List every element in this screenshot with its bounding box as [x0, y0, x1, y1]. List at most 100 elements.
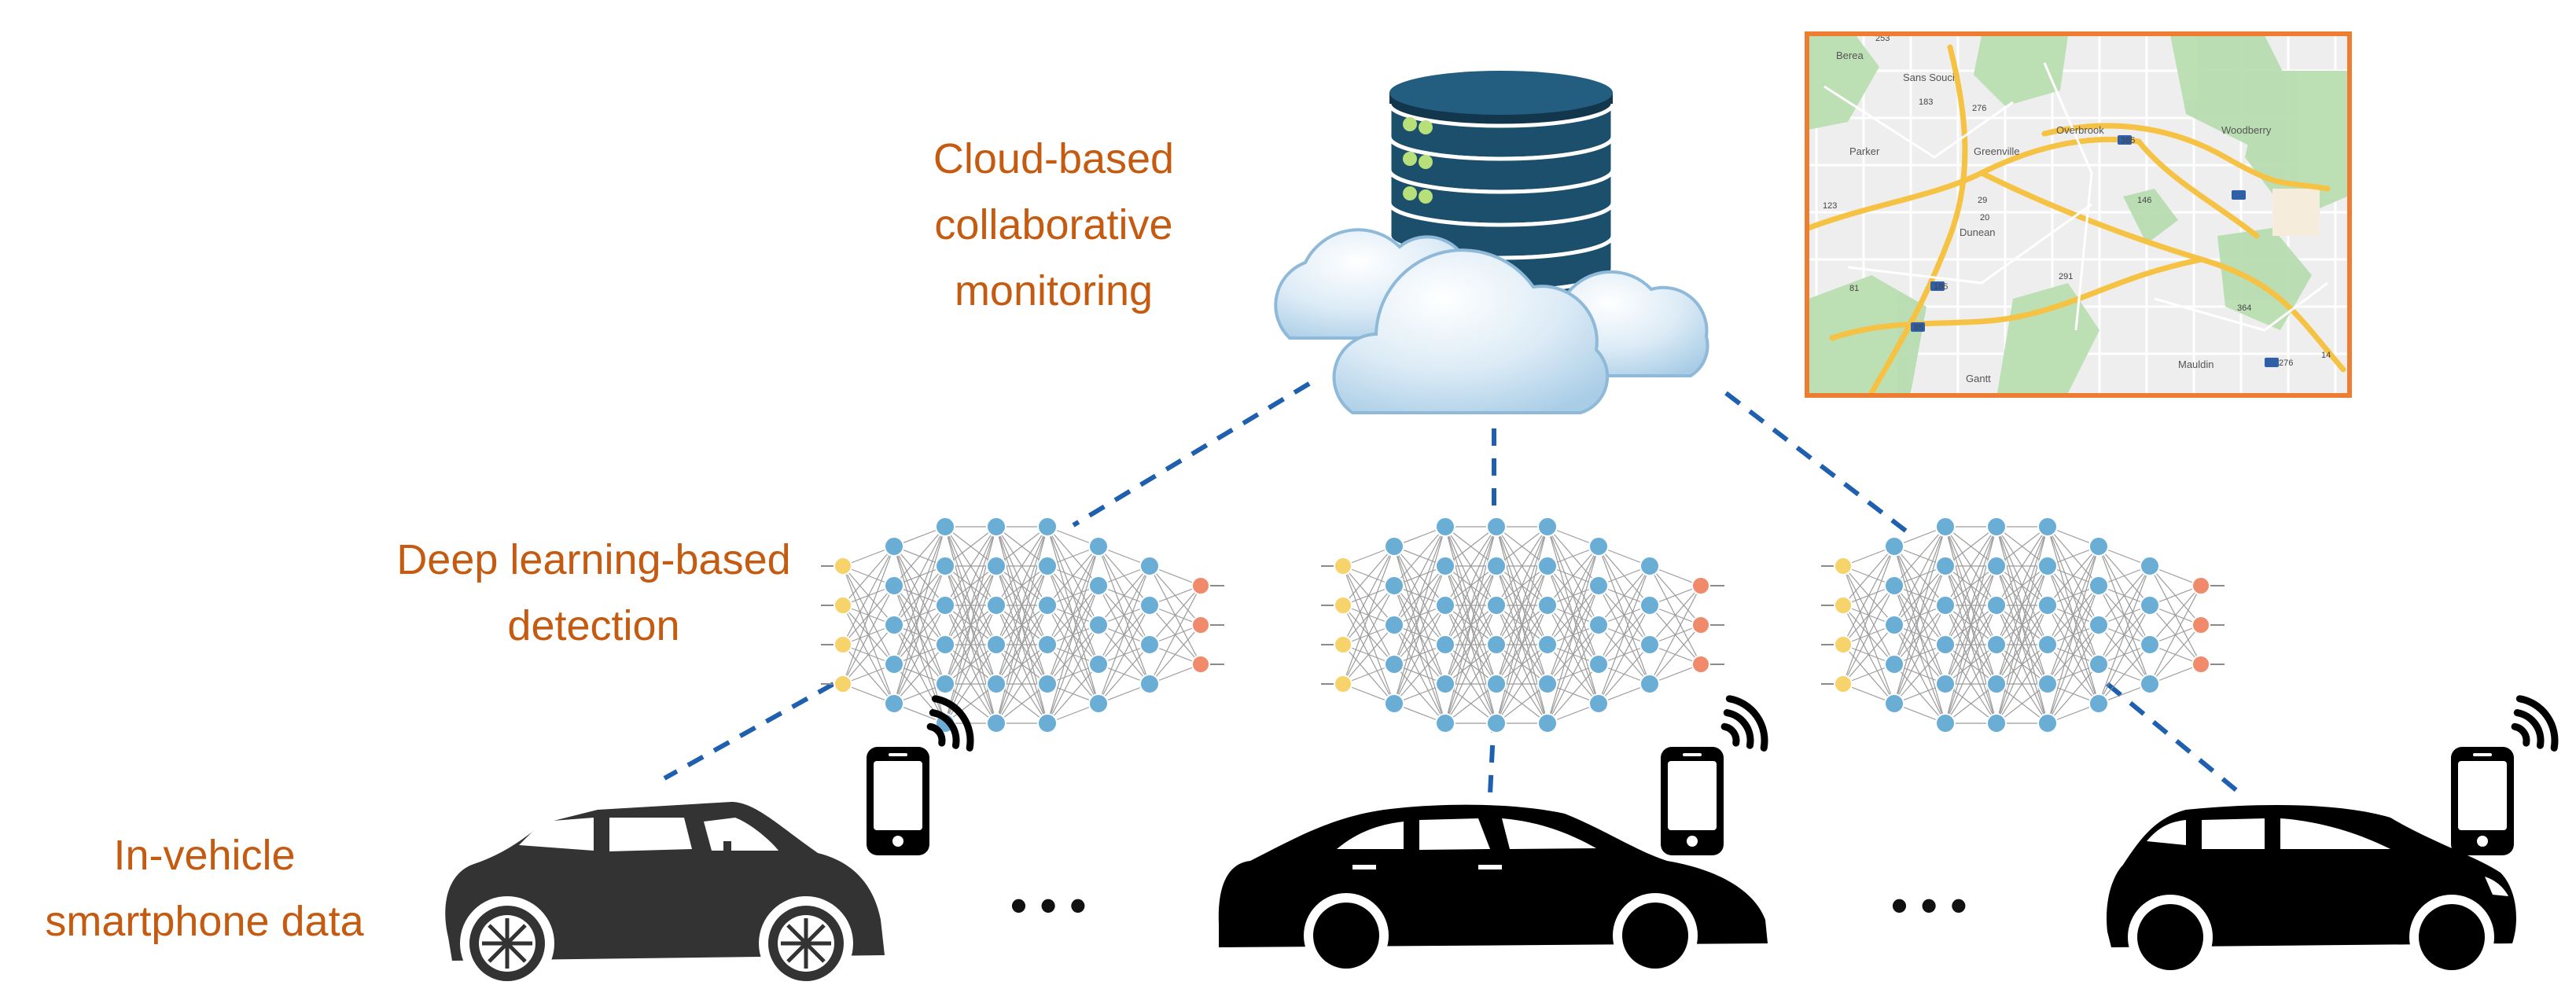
network-node: [1884, 654, 1904, 675]
network-node: [1486, 713, 1507, 733]
network-node: [1384, 693, 1404, 714]
network-node: [1691, 576, 1710, 595]
deep-learning-label: Deep learning-based detection: [346, 527, 841, 659]
network-node: [2037, 595, 2058, 616]
network-node: [1435, 634, 1455, 655]
network-node: [986, 517, 1006, 537]
map-place-label: Woodberry: [2221, 124, 2272, 136]
map-place-label: Dunean: [1960, 226, 1996, 238]
map-route-number: 185: [1934, 282, 1948, 292]
map-route-number: 85: [1914, 323, 1923, 333]
network-node: [1834, 557, 1853, 575]
network-node: [1384, 575, 1404, 596]
network-node: [2088, 575, 2109, 596]
network-node: [1691, 655, 1710, 674]
network-node: [1884, 693, 1904, 714]
map-border: [1805, 31, 2352, 398]
network-node: [1139, 556, 1160, 576]
network-node: [1334, 557, 1352, 575]
network-node: [884, 575, 904, 596]
deep-label-line-2: detection: [507, 602, 680, 649]
neural-network-icon: [1821, 517, 2225, 733]
network-node: [1191, 655, 1210, 674]
network-node: [2088, 693, 2109, 714]
network-node: [1088, 536, 1109, 557]
network-node: [2191, 616, 2210, 634]
network-node: [2088, 615, 2109, 635]
map-route-number: 123: [1823, 201, 1837, 211]
vehicle-data-label: In-vehicle smartphone data: [0, 822, 409, 954]
network-node: [1486, 674, 1507, 694]
network-node: [2140, 595, 2160, 616]
network-node: [1884, 615, 1904, 635]
network-node: [834, 635, 852, 654]
network-node: [1486, 517, 1507, 537]
map-place-label: Berea: [1836, 50, 1864, 61]
network-node: [2140, 634, 2160, 655]
map-route-number: 29: [1978, 196, 1987, 205]
network-node: [1037, 595, 1058, 616]
network-node: [1435, 595, 1455, 616]
network-node: [1435, 674, 1455, 694]
network-node: [1139, 674, 1160, 694]
network-node: [1435, 556, 1455, 576]
map-route-number: 146: [2137, 196, 2151, 205]
map-route-number: 20: [1980, 213, 1989, 222]
network-node: [1037, 556, 1058, 576]
network-node: [935, 674, 955, 694]
network-node: [1037, 674, 1058, 694]
network-node: [1037, 517, 1058, 537]
map-route-number: 364: [2237, 303, 2251, 313]
network-node: [1986, 595, 2007, 616]
network-node: [884, 693, 904, 714]
car-icon: [445, 802, 885, 991]
map-route-number: 183: [1919, 97, 1933, 107]
connection-lines: [663, 381, 2243, 796]
network-node: [1834, 596, 1853, 615]
network-node: [1884, 536, 1904, 557]
cloud-label-line-2: collaborative: [934, 201, 1173, 248]
map-highways: [1805, 44, 2346, 396]
network-node: [935, 556, 955, 576]
neural-network-icon: [1321, 517, 1724, 733]
map-place-label: Parker: [1849, 145, 1880, 157]
wifi-signal-icon: [1720, 695, 1768, 752]
network-node: [1537, 595, 1558, 616]
cloud-label-line-3: monitoring: [954, 267, 1154, 314]
network-node: [1088, 693, 1109, 714]
smartphone-icon: [2451, 747, 2514, 855]
network-node: [1935, 713, 1956, 733]
network-node: [1486, 595, 1507, 616]
cloud-label-line-1: Cloud-based: [933, 135, 1175, 182]
network-node: [1588, 615, 1609, 635]
network-node: [1537, 556, 1558, 576]
network-node: [2037, 517, 2058, 537]
network-node: [1384, 536, 1404, 557]
network-node: [1639, 595, 1660, 616]
network-edges: [1842, 526, 2202, 724]
network-node: [884, 615, 904, 635]
map-place-label: Greenville: [1974, 145, 2020, 157]
map-place-label: Sans Souci: [1903, 72, 1955, 83]
network-node: [1334, 675, 1352, 693]
network-node: [1088, 615, 1109, 635]
network-node: [1986, 634, 2007, 655]
network-node: [1435, 713, 1455, 733]
network-node: [1935, 634, 1956, 655]
ellipsis-1: • • •: [1010, 879, 1086, 932]
network-node: [1639, 634, 1660, 655]
map-place-label: Gantt: [1966, 373, 1991, 384]
network-node: [935, 517, 955, 537]
map-route-number: 276: [2279, 358, 2293, 368]
map-route-number: 81: [1849, 284, 1859, 293]
link-net-left-to-car: [663, 682, 835, 781]
network-node: [2037, 713, 2058, 733]
network-node: [1139, 595, 1160, 616]
network-node: [986, 634, 1006, 655]
network-node: [2088, 536, 2109, 557]
link-cloud-to-net-right: [1724, 391, 1912, 537]
link-net-right-to-car: [2106, 682, 2243, 796]
network-node: [1639, 556, 1660, 576]
network-node: [986, 713, 1006, 733]
